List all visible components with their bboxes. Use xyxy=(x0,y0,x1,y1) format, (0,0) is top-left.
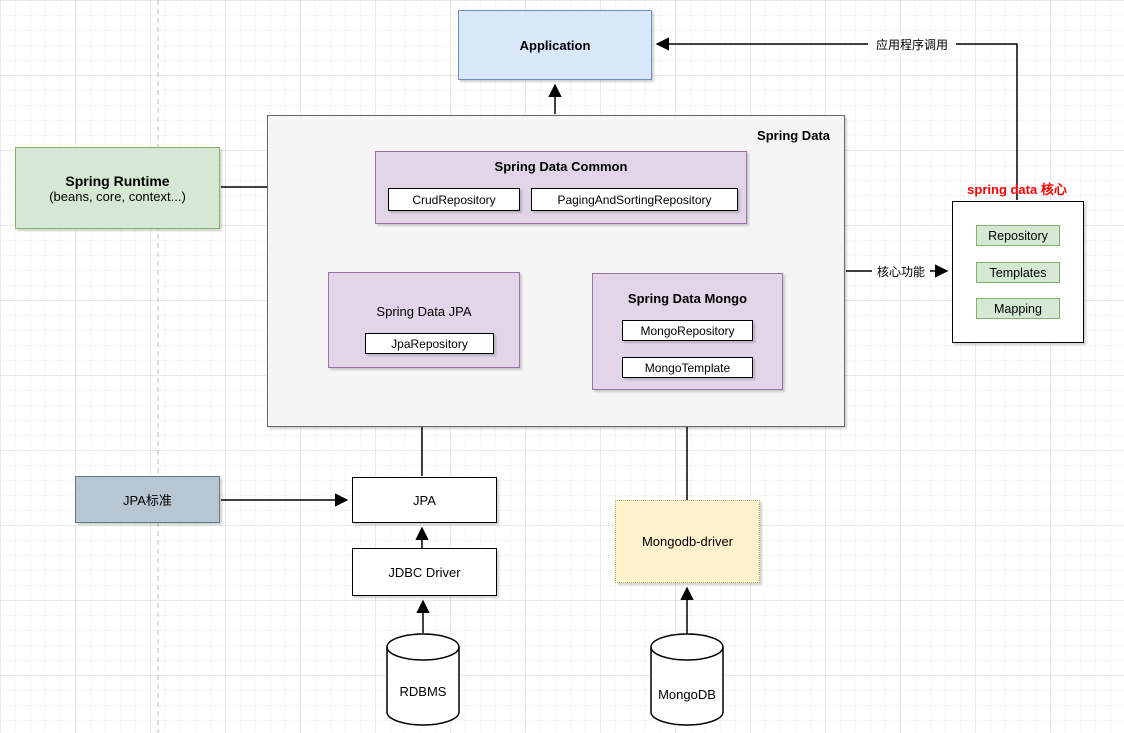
rdbms-label: RDBMS xyxy=(399,683,447,699)
node-jpa-standard: JPA标准 xyxy=(75,476,220,523)
mongodb-driver-label: Mongodb-driver xyxy=(641,534,734,549)
node-crud-repository: CrudRepository xyxy=(388,188,520,211)
node-spring-data-common xyxy=(375,151,747,224)
node-jdbc-driver: JDBC Driver xyxy=(352,548,497,596)
node-paging-and-sorting-repository: PagingAndSortingRepository xyxy=(531,188,738,211)
spring-data-container-label: Spring Data xyxy=(757,127,830,143)
paging-repository-label: PagingAndSortingRepository xyxy=(557,192,712,207)
jpa-repository-label: JpaRepository xyxy=(391,336,468,351)
jdbc-driver-label: JDBC Driver xyxy=(388,564,461,580)
crud-repository-label: CrudRepository xyxy=(412,192,496,207)
edge-label-core-function: 核心功能 xyxy=(872,263,930,279)
node-jpa: JPA xyxy=(352,477,497,523)
spring-data-common-title: Spring Data Common xyxy=(494,158,628,174)
spring-data-mongo-title: Spring Data Mongo xyxy=(627,290,748,306)
node-mongodb-driver: Mongodb-driver xyxy=(615,500,760,583)
mapping-label: Mapping xyxy=(994,301,1042,316)
mongo-template-label: MongoTemplate xyxy=(644,360,731,375)
mongodb-cylinder xyxy=(650,633,724,726)
edge-label-app-call: 应用程序调用 xyxy=(868,36,956,52)
node-mongo-template: MongoTemplate xyxy=(622,357,753,378)
node-application: Application xyxy=(458,10,652,80)
spring-runtime-subtitle: (beans, core, context...) xyxy=(49,188,186,204)
jpa-standard-label: JPA标准 xyxy=(123,493,172,508)
application-label: Application xyxy=(519,37,591,53)
templates-label: Templates xyxy=(989,265,1047,280)
mongodb-label: MongoDB xyxy=(658,686,716,702)
mongo-repository-label: MongoRepository xyxy=(640,323,735,338)
node-templates: Templates xyxy=(976,262,1060,283)
arrow-appcall xyxy=(655,37,1018,200)
spring-data-jpa-title: Spring Data JPA xyxy=(376,303,472,319)
repository-label: Repository xyxy=(988,228,1048,243)
node-spring-runtime: Spring Runtime (beans, core, context...) xyxy=(15,147,220,229)
node-jpa-repository: JpaRepository xyxy=(365,333,494,354)
spring-runtime-title: Spring Runtime xyxy=(65,172,170,189)
spring-data-core-heading: spring data 核心 xyxy=(967,181,1067,197)
node-mongo-repository: MongoRepository xyxy=(622,320,753,341)
node-mapping: Mapping xyxy=(976,298,1060,319)
rdbms-cylinder xyxy=(386,633,460,726)
node-repository: Repository xyxy=(976,225,1060,246)
jpa-label: JPA xyxy=(413,492,436,508)
